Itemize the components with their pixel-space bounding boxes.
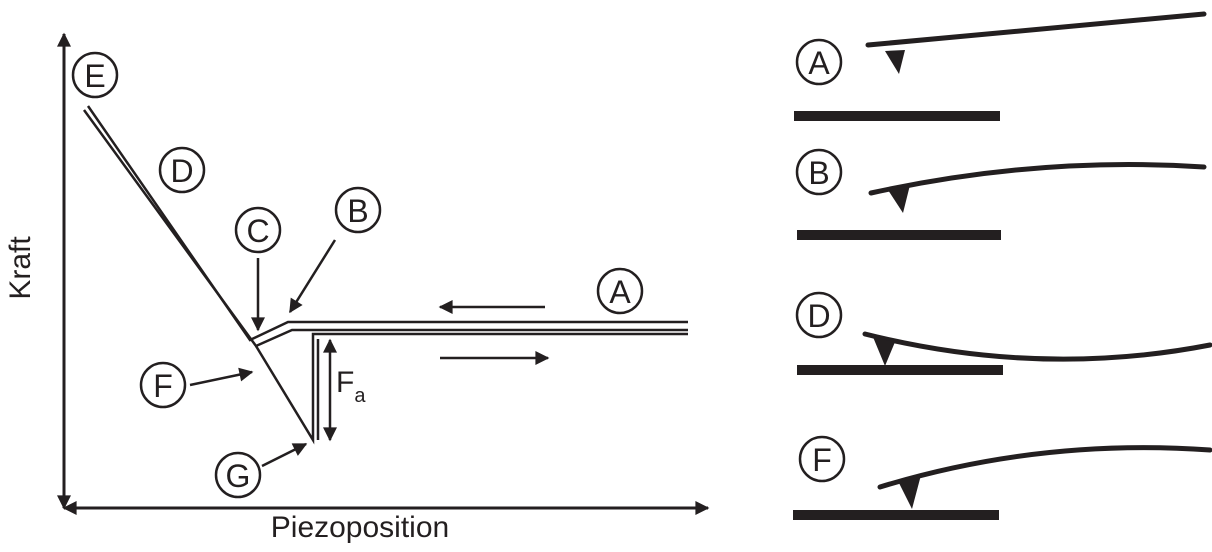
svg-text:B: B (347, 193, 368, 229)
panel-f-label: F (812, 442, 832, 478)
sample-surface (797, 230, 1001, 240)
panel-b-label: B (808, 155, 829, 191)
cantilever-tip (898, 475, 921, 509)
cantilever (877, 445, 1212, 490)
axes: Kraft Piezoposition (4, 32, 710, 544)
pointer-b-arrow (288, 239, 337, 314)
svg-text:E: E (84, 58, 105, 94)
cantilever (868, 161, 1207, 196)
y-axis-label: Kraft (4, 236, 37, 300)
svg-text:F: F (153, 368, 173, 404)
svg-text:G: G (226, 458, 251, 494)
pointer-f-arrow (189, 367, 254, 387)
cantilever (862, 331, 1212, 362)
svg-text:D: D (170, 153, 193, 189)
curve-label-e: E (71, 51, 119, 99)
panel-b: B (795, 148, 1207, 240)
approach-curve (82, 105, 688, 348)
svg-text:C: C (246, 213, 269, 249)
sample-surface (794, 111, 1000, 121)
panel-d: D (795, 291, 1212, 375)
x-axis-label: Piezoposition (271, 511, 449, 544)
panel-f: F (793, 435, 1212, 520)
curve-label-a: A (596, 267, 644, 315)
curve-label-d: D (158, 146, 206, 194)
curve-label-f: F (139, 361, 187, 409)
cantilever-tip (873, 337, 895, 366)
retract-curve (254, 332, 688, 445)
curve-label-c: C (234, 206, 282, 254)
cantilever (865, 11, 1207, 48)
panel-d-label: D (807, 298, 830, 334)
curve-label-b: B (334, 186, 382, 234)
cantilever-tip (885, 50, 905, 74)
pointer-g-arrow (261, 442, 308, 468)
panel-a: A (794, 11, 1207, 121)
sample-surface (793, 510, 999, 520)
panel-a-label: A (808, 45, 830, 81)
svg-text:A: A (609, 274, 631, 310)
adhesion-force-label: Fa (336, 366, 366, 407)
curve-label-g: G (214, 451, 262, 499)
cantilever-tip (888, 185, 910, 213)
sample-surface (797, 365, 1003, 375)
